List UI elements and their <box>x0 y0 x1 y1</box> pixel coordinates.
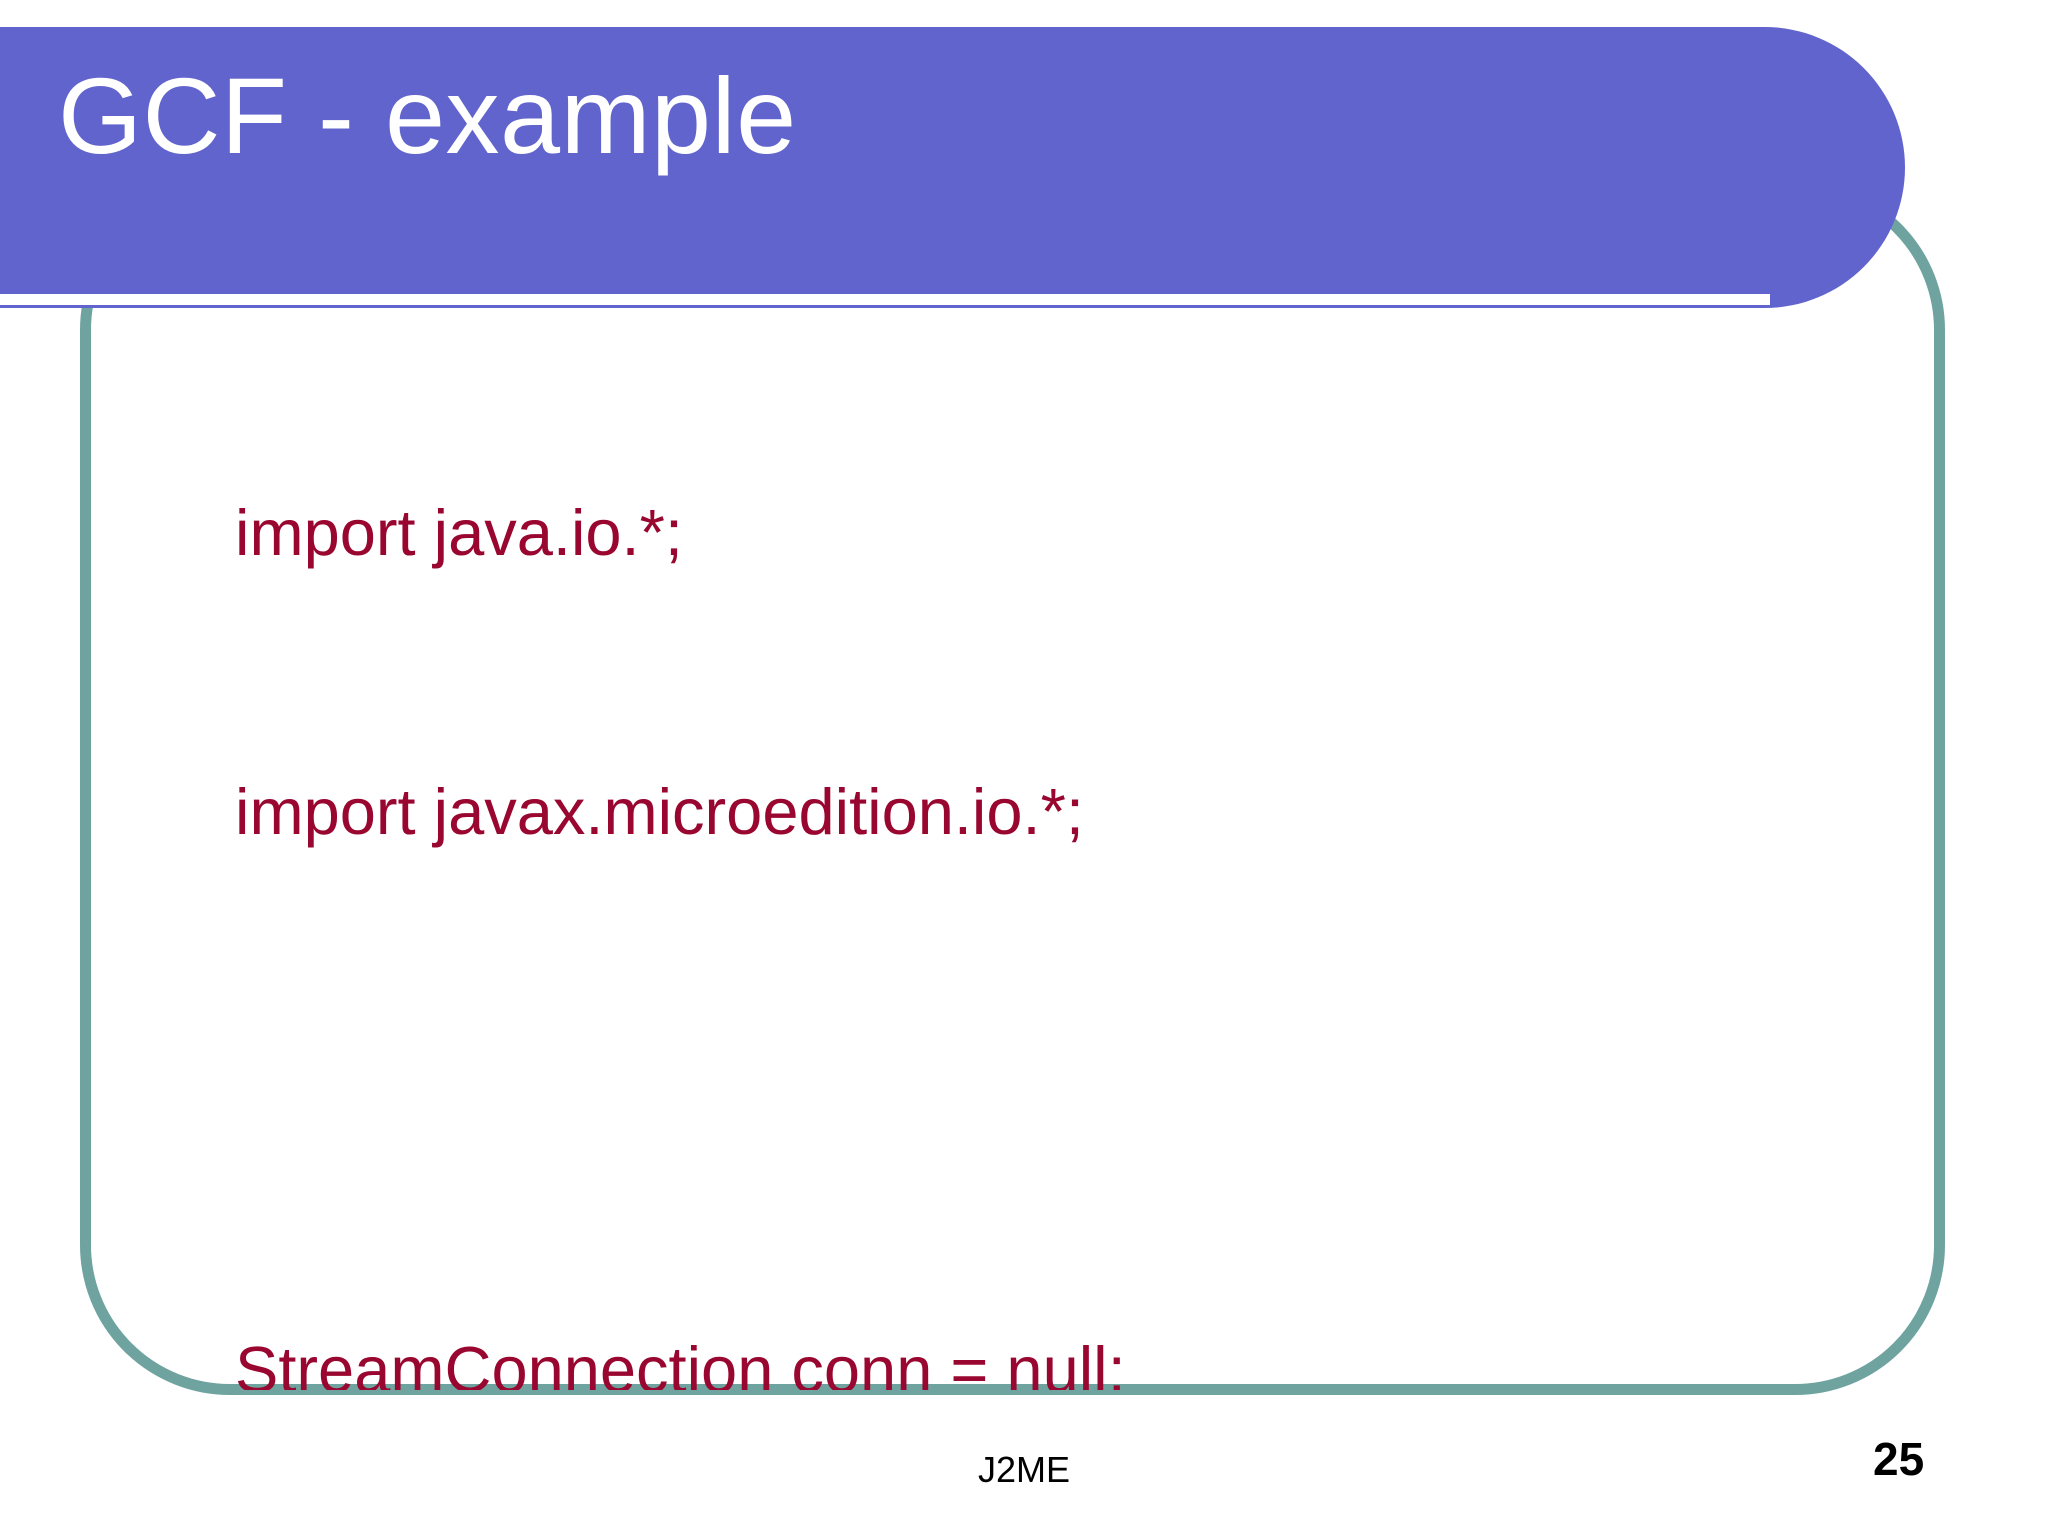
title-bar <box>0 27 1905 308</box>
title-underline-rule <box>0 294 1770 305</box>
code-line: StreamConnection conn = null; <box>235 1333 1126 1390</box>
page-title: GCF - example <box>58 55 797 176</box>
code-line: import java.io.*; <box>235 496 683 569</box>
page-number: 25 <box>1873 1433 1925 1485</box>
code-line: import javax.microedition.io.*; <box>235 775 1084 848</box>
code-clip-region: import java.io.*; import javax.microedit… <box>90 300 1950 1390</box>
code-block: import java.io.*; import javax.microedit… <box>235 300 1787 1390</box>
code-line-blank <box>235 1044 1787 1137</box>
footer-label: J2ME <box>978 1449 1071 1490</box>
